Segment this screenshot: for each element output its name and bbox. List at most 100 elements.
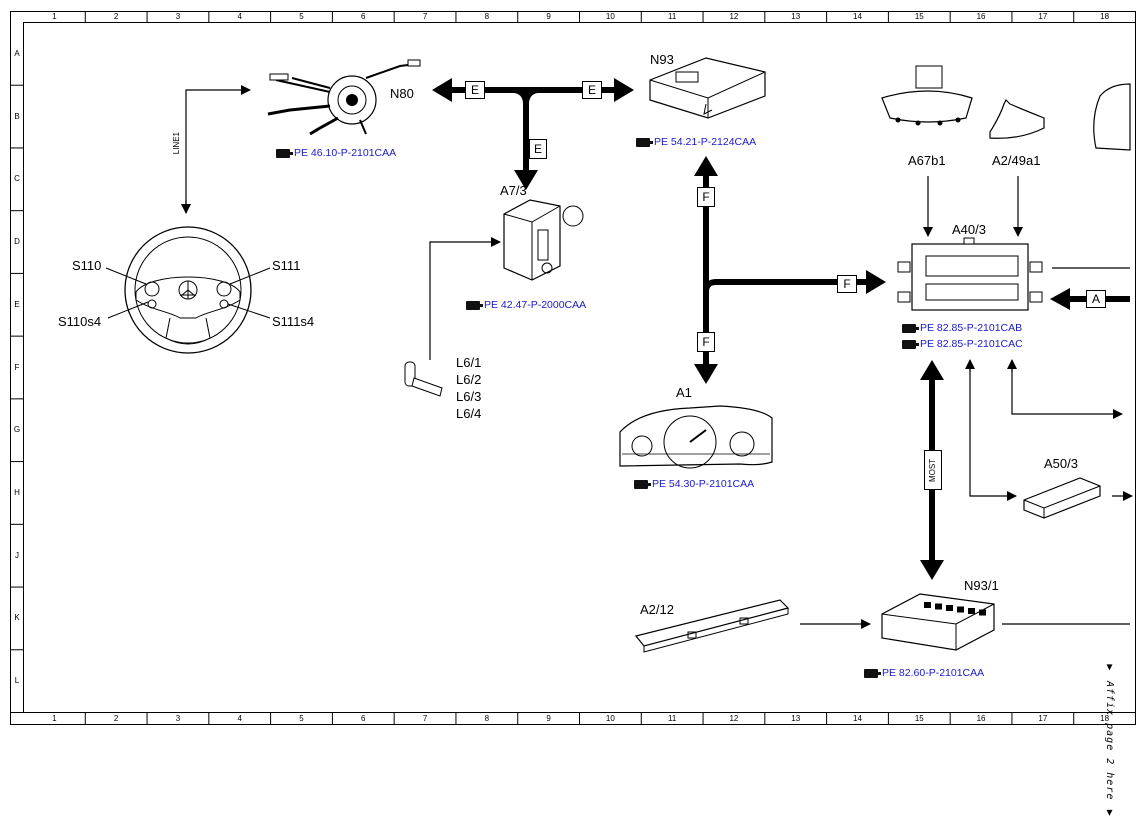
ref-a7-3[interactable]: PE 42.47-P-2000CAA [466, 299, 586, 311]
column-number: 6 [361, 714, 366, 723]
ref-a40-3-cac-text: PE 82.85-P-2101CAC [920, 338, 1023, 350]
row-letter: G [13, 425, 21, 435]
ref-n93[interactable]: PE 54.21-P-2124CAA [636, 136, 756, 148]
wiring-diagram: E E E F F F A MOST LINE1 N80 N93 A7/3 A1… [10, 11, 1136, 819]
label-a67b1: A67b1 [908, 153, 946, 168]
hand-pointer-icon [902, 339, 919, 349]
hand-pointer-icon [636, 137, 653, 147]
ref-a40-3-cab-text: PE 82.85-P-2101CAB [920, 322, 1023, 334]
n93-1-drawing [881, 593, 995, 651]
column-number: 17 [1038, 714, 1048, 723]
e-label-left: E [465, 81, 485, 99]
column-number: 5 [299, 12, 304, 21]
row-letter: F [14, 362, 20, 372]
label-a2-12: A2/12 [640, 602, 674, 617]
column-number: 9 [546, 12, 551, 21]
label-s110: S110 [72, 258, 102, 273]
column-number: 9 [546, 714, 551, 723]
column-number: 18 [1100, 12, 1110, 21]
e-label-right: E [582, 81, 602, 99]
label-a7-3: A7/3 [500, 183, 527, 198]
ref-n93-text: PE 54.21-P-2124CAA [654, 136, 757, 148]
row-letter: A [14, 48, 20, 58]
label-n80: N80 [390, 86, 414, 101]
column-number: 2 [113, 12, 119, 21]
label-l6-1: L6/1 [456, 355, 482, 370]
connector-slot [946, 605, 953, 611]
column-number: 1 [52, 714, 57, 723]
n80-drawing [267, 59, 421, 136]
label-s111: S111 [272, 258, 301, 273]
label-l6-4: L6/4 [456, 406, 482, 421]
column-number: 15 [914, 714, 924, 723]
f-label-right: F [837, 275, 857, 293]
a2-12-drawing [634, 599, 790, 653]
label-a2-49a1: A2/49a1 [992, 153, 1041, 168]
column-ticks [84, 11, 1136, 725]
column-number: 3 [175, 714, 181, 723]
column-number: 7 [422, 12, 428, 21]
ref-n93-1[interactable]: PE 82.60-P-2101CAA [864, 667, 984, 679]
column-number: 14 [853, 12, 862, 21]
row-letter: K [14, 613, 20, 623]
ref-n80-text: PE 46.10-P-2101CAA [294, 147, 397, 159]
row-letter: C [14, 174, 20, 184]
connector-slot [935, 603, 942, 610]
label-a1: A1 [676, 385, 692, 400]
column-number: 10 [605, 714, 615, 723]
ref-a40-3-cab[interactable]: PE 82.85-P-2101CAB [902, 322, 1022, 334]
column-number: 16 [976, 12, 986, 21]
column-number: 13 [791, 714, 801, 723]
l6-sensor-drawing [404, 361, 443, 397]
a50-3-drawing [1023, 477, 1101, 519]
column-number: 12 [729, 12, 739, 21]
ref-n80[interactable]: PE 46.10-P-2101CAA [276, 147, 396, 159]
hand-pointer-icon [902, 323, 919, 333]
row-letter: J [15, 550, 19, 560]
a2-49a1-drawing [989, 98, 1045, 139]
ref-a1-text: PE 54.30-P-2101CAA [652, 478, 755, 490]
label-a50-3: A50/3 [1044, 456, 1078, 471]
column-number: 11 [668, 12, 677, 21]
column-number: 12 [729, 714, 739, 723]
row-letter: H [14, 487, 20, 497]
row-letter: E [14, 299, 20, 309]
label-n93-1: N93/1 [964, 578, 999, 593]
ref-n93-1-text: PE 82.60-P-2101CAA [882, 667, 985, 679]
a40-to-a50-line [969, 362, 1017, 501]
a1-drawing [619, 405, 773, 469]
ref-a40-3-cac[interactable]: PE 82.85-P-2101CAC [902, 338, 1023, 350]
row-letter: L [14, 676, 20, 686]
e-label-down: E [529, 139, 547, 159]
column-number: 14 [853, 714, 862, 723]
label-a40-3: A40/3 [952, 222, 986, 237]
line1-connection [185, 85, 251, 213]
a67b1-drawing [881, 65, 973, 126]
column-number: 8 [484, 12, 490, 21]
f-label-bottom: F [697, 332, 715, 352]
hand-pointer-icon [864, 668, 881, 678]
column-number: 3 [175, 12, 181, 21]
column-number: 5 [299, 714, 304, 723]
n93-drawing [649, 57, 766, 119]
column-number: 15 [914, 12, 924, 21]
e-connection-lines [432, 78, 634, 190]
connector-slot [957, 606, 964, 613]
a7-3-drawing [503, 199, 584, 281]
column-number: 18 [1100, 714, 1110, 723]
ref-a7-3-text: PE 42.47-P-2000CAA [484, 299, 587, 311]
connector-slot [924, 602, 931, 608]
label-l6-3: L6/3 [456, 389, 482, 404]
ref-a1[interactable]: PE 54.30-P-2101CAA [634, 478, 754, 490]
a40-to-right-line [1011, 362, 1123, 419]
label-s111s4: S111s4 [272, 314, 315, 329]
column-number: 10 [605, 12, 615, 21]
column-number: 11 [668, 714, 677, 723]
hand-pointer-icon [634, 479, 651, 489]
column-number: 6 [361, 12, 366, 21]
connector-slot [979, 609, 986, 616]
diagram-canvas [10, 11, 1136, 725]
column-number: 17 [1038, 12, 1048, 21]
a40-3-drawing [897, 237, 1043, 311]
hand-pointer-icon [466, 300, 483, 310]
